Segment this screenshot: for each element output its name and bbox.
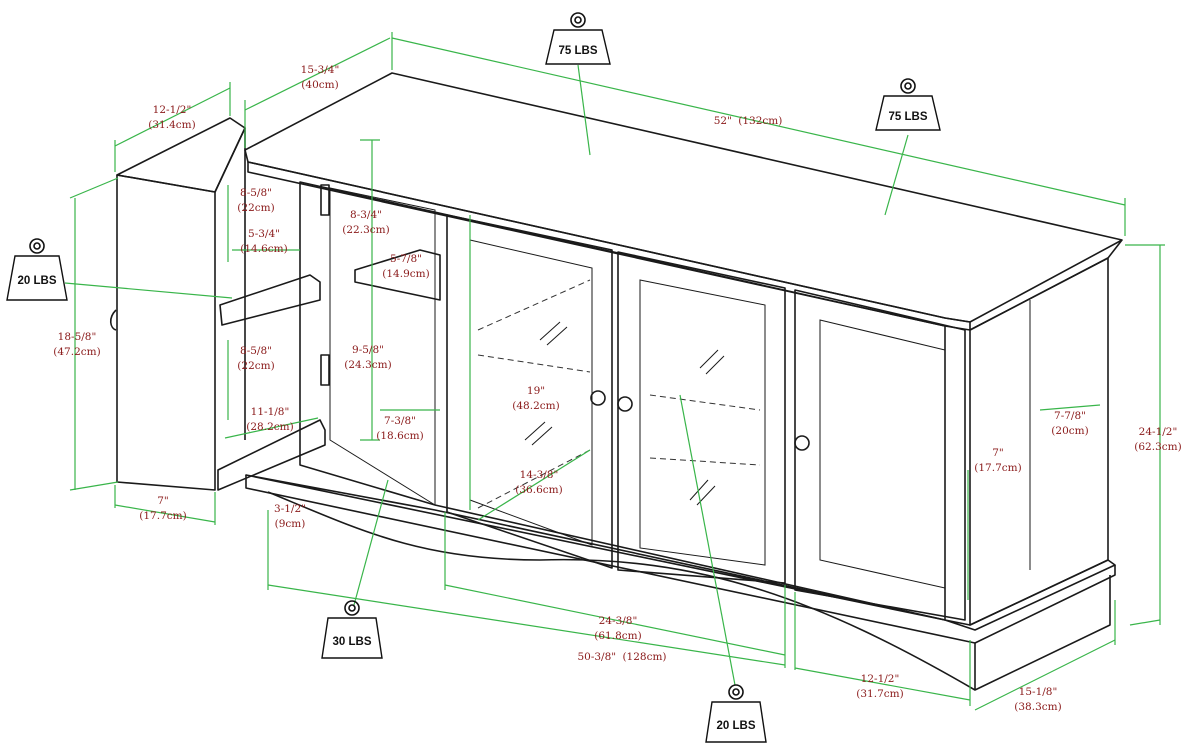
dim-shelf-width-right-value: 7-3/8" (384, 415, 416, 427)
weight-label: 75 LBS (559, 45, 598, 57)
dim-base-depth-value: 15-1/8" (1019, 686, 1058, 698)
dim-base-clearance-metric: (9cm) (275, 518, 306, 530)
dim-side-bottom-width-value: 7" (157, 495, 169, 507)
dim-metric: (132cm) (738, 115, 782, 127)
glass-door-right (617, 251, 786, 584)
dim-right-side-inner-metric: (17.7cm) (974, 462, 1021, 474)
dim-glass-height-metric: (48.2cm) (512, 400, 559, 412)
dim-top-depth-metric: (40cm) (301, 79, 338, 91)
dim-inner-width-left-value: 11-1/8" (251, 406, 290, 418)
dim-base-clearance-value: 3-1/2" (274, 503, 306, 515)
tv-stand-outline (109, 72, 1123, 691)
dim-shelf-depth-left-value: 5-3/4" (248, 228, 280, 240)
dimension-lines (64, 32, 1165, 711)
dim-side-bottom-width-metric: (17.7cm) (139, 510, 186, 522)
glass-reflection (705, 355, 725, 375)
base-right (974, 575, 1111, 691)
glass-shelf-line (477, 354, 591, 373)
left-door-front (116, 174, 216, 491)
weight-icon: 75 LBS (875, 78, 941, 131)
stand-top-right-edge (969, 239, 1123, 331)
stand-top-edge (247, 161, 971, 331)
weight-icon: 20 LBS (705, 684, 767, 743)
dim-base-depth-metric: (38.3cm) (1014, 701, 1061, 713)
dim-glass-shelf-depth-value: 14-3/8" (520, 469, 559, 481)
dim-lower-opening-value: 8-5/8" (240, 345, 272, 357)
dim-lower-opening-metric: (22cm) (237, 360, 274, 372)
glass-reflection (524, 421, 546, 441)
dim-glass-section-width-value: 24-3/8" (599, 615, 638, 627)
weight-capacity-markers: 75 LBS 75 LBS 20 LBS 30 LBS 20 LBS (6, 12, 941, 743)
glass-door-left (446, 214, 613, 569)
dim-lower-opening-right-metric: (24.3cm) (344, 359, 391, 371)
dim-metric: (128cm) (622, 651, 666, 663)
dim-shelf-depth-right-value: 5-7/8" (390, 253, 422, 265)
weight-icon: 30 LBS (321, 600, 383, 659)
glass-reflection (689, 479, 709, 501)
glass-reflection (531, 426, 553, 446)
compartment-shelf (354, 249, 441, 301)
weight-label: 30 LBS (333, 636, 372, 648)
dim-right-section-width-metric: (31.7cm) (856, 688, 903, 700)
base-curve (267, 491, 976, 691)
dim-door-depth-metric: (31.4cm) (148, 119, 195, 131)
glass-shelf-line (649, 457, 761, 466)
weight-label: 75 LBS (889, 111, 928, 123)
dim-right-door-depth-value: 7-7/8" (1054, 410, 1086, 422)
dim-upper-opening-value: 8-5/8" (240, 187, 272, 199)
glass-reflection (539, 321, 561, 341)
dim-lower-opening-right-value: 9-5/8" (352, 344, 384, 356)
glass-door-right-frame (639, 279, 766, 566)
dim-right-side-inner-value: 7" (992, 447, 1004, 459)
left-door-side (214, 127, 246, 440)
dim-glass-height-value: 19" (527, 385, 545, 397)
open-compartment (329, 187, 436, 506)
dim-shelf-depth-right-metric: (14.9cm) (382, 268, 429, 280)
stand-front (299, 181, 946, 621)
glass-shelf-line (477, 279, 591, 331)
glass-reflection (546, 326, 568, 346)
dim-value: 50-3/8" (577, 651, 616, 663)
base-top-edge (245, 474, 1116, 631)
solid-door (794, 289, 966, 621)
weight-label: 20 LBS (18, 275, 57, 287)
dim-total-height-metric: (62.3cm) (1134, 441, 1181, 453)
dim-top-width: 52" (132cm) (714, 115, 783, 127)
hinge (320, 354, 330, 386)
weight-icon: 20 LBS (6, 238, 68, 301)
dim-side-height-value: 18-5/8" (58, 331, 97, 343)
dim-value: 52" (714, 115, 732, 127)
left-door-bottom-shelf (217, 419, 326, 491)
dim-right-door-depth-metric: (20cm) (1051, 425, 1088, 437)
dim-glass-shelf-depth-metric: (36.6cm) (515, 484, 562, 496)
dim-shelf-width-right-metric: (18.6cm) (376, 430, 423, 442)
dim-door-depth-value: 12-1/2" (153, 104, 192, 116)
glass-shelf-line (477, 449, 591, 509)
solid-door-panel (819, 319, 946, 589)
dim-upper-opening-metric: (22cm) (237, 202, 274, 214)
dim-total-height-value: 24-1/2" (1139, 426, 1178, 438)
dim-upper-opening-right-metric: (22.3cm) (342, 224, 389, 236)
dim-shelf-depth-left-metric: (14.6cm) (240, 243, 287, 255)
door-knob (617, 396, 633, 412)
dim-side-height-metric: (47.2cm) (53, 346, 100, 358)
hinge (320, 184, 330, 216)
door-knob (590, 390, 606, 406)
weight-label: 20 LBS (717, 720, 756, 732)
dim-base-width: 50-3/8" (128cm) (577, 651, 666, 663)
dim-inner-width-left-metric: (28.2cm) (246, 421, 293, 433)
left-door-handle (109, 309, 117, 331)
dimension-labels: 52" (132cm) 15-3/4" (40cm) 12-1/2" (31.4… (53, 64, 1181, 713)
left-door-shelf (219, 274, 321, 326)
dim-upper-opening-right-value: 8-3/4" (350, 209, 382, 221)
glass-shelf-line (649, 394, 761, 411)
weight-icon: 75 LBS (545, 12, 611, 65)
door-knob (794, 435, 810, 451)
dim-glass-section-width-metric: (61.8cm) (594, 630, 641, 642)
dim-right-section-width-value: 12-1/2" (861, 673, 900, 685)
dim-top-depth-value: 15-3/4" (301, 64, 340, 76)
glass-reflection (699, 349, 719, 369)
